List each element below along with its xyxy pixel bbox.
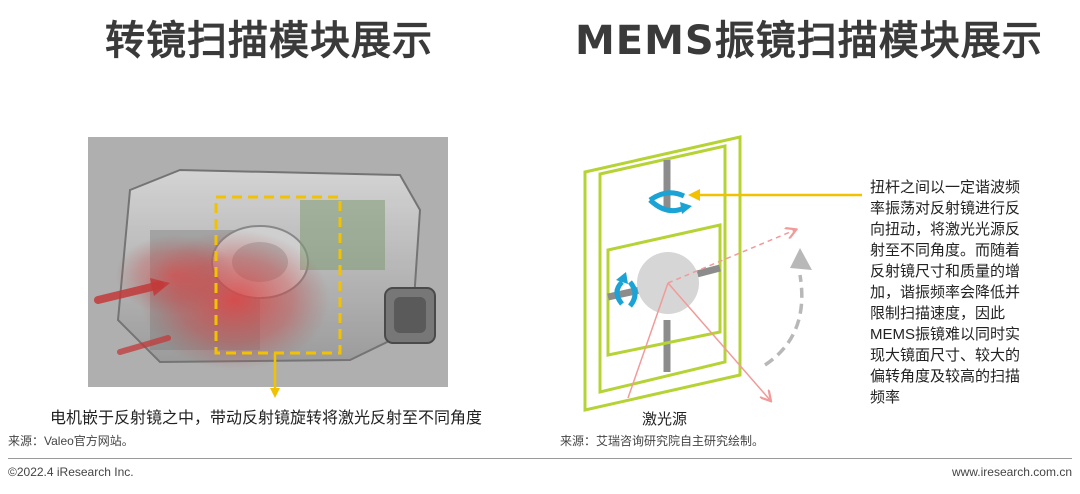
explanation-line: 向扭动，将激光光源反 (870, 221, 1021, 238)
laser-reflected-dashed (667, 230, 795, 284)
explanation-line: 偏转角度及较高的扫描 (870, 368, 1021, 385)
explanation-line: 限制扫描速度，因此 (870, 305, 1006, 322)
mems-explanation: 扭杆之间以一定谐波频 率振荡对反射镜进行反 向扭动，将激光光源反 射至不同角度。… (870, 177, 1080, 408)
explanation-line: 频率 (870, 389, 901, 406)
mems-mirror-diagram (583, 135, 862, 412)
footer-divider (8, 458, 1072, 459)
mems-inner-frame (606, 223, 722, 357)
footer-website[interactable]: www.iresearch.com.cn (951, 465, 1072, 479)
scan-direction-arrow (764, 274, 804, 367)
rotation-arrow-top (648, 190, 692, 214)
mems-middle-frame (598, 144, 727, 394)
laser-source-label: 激光源 (642, 411, 688, 428)
rotating-mirror-photo (88, 137, 448, 398)
explanation-line: MEMS振镜难以同时实 (870, 326, 1021, 343)
title-mems-mirror: MEMS振镜扫描模块展示 (575, 18, 1043, 64)
mems-outer-frame (583, 135, 742, 412)
laser-reflected-solid (667, 282, 770, 400)
left-caption: 电机嵌于反射镜之中，带动反射镜旋转将激光反射至不同角度 (50, 410, 483, 427)
explanation-line: 现大镜面尺寸、较大的 (870, 347, 1021, 364)
right-source: 来源：艾瑞咨询研究院自主研究绘制。 (560, 434, 765, 448)
explanation-line: 加，谐振频率会降低并 (870, 284, 1021, 301)
rotation-arrow-left (614, 272, 638, 308)
title-rotating-mirror: 转镜扫描模块展示 (105, 18, 433, 64)
footer-copyright: ©2022.4 iResearch Inc. (8, 465, 134, 479)
left-source: 来源：Valeo官方网站。 (8, 434, 134, 448)
explanation-line: 射至不同角度。而随着 (870, 242, 1021, 259)
explanation-line: 扭杆之间以一定谐波频 (870, 179, 1021, 196)
explanation-line: 反射镜尺寸和质量的增 (870, 263, 1021, 280)
laser-incident (627, 282, 669, 399)
explanation-line: 率振荡对反射镜进行反 (870, 200, 1021, 217)
